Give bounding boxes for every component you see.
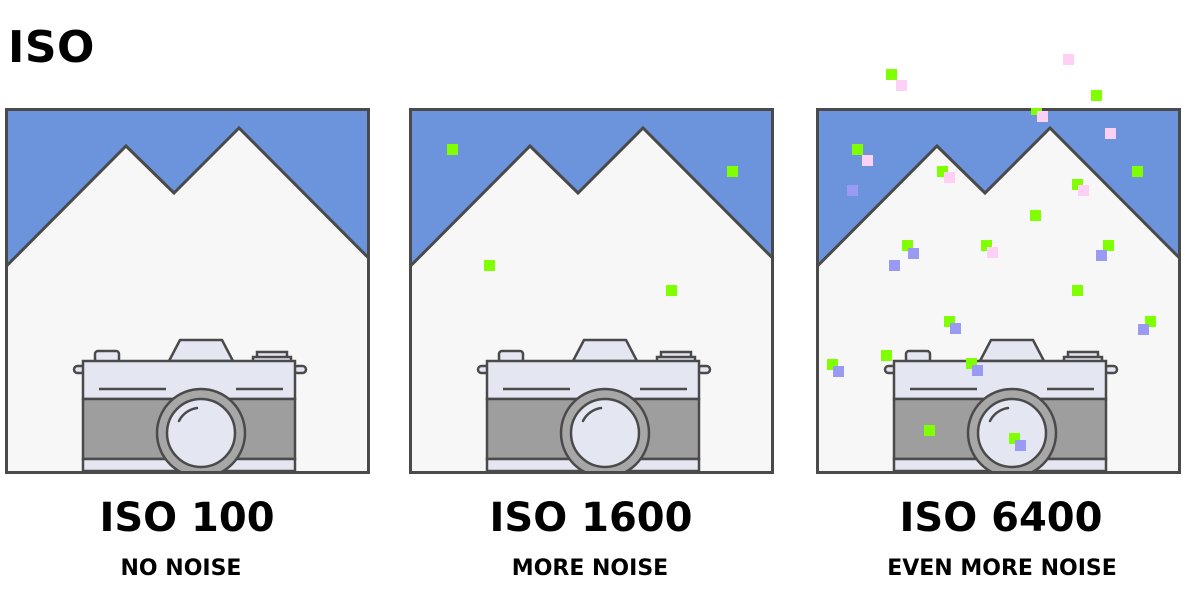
- iso-1600-scene: [409, 108, 774, 474]
- noise-pixel: [727, 166, 738, 177]
- iso-1600-noise-label: MORE NOISE: [511, 556, 669, 581]
- noise-pixel: [886, 69, 897, 80]
- noise-pixel: [1030, 210, 1041, 221]
- lens-glass: [165, 397, 237, 469]
- noise-pixel: [1063, 54, 1074, 65]
- noise-pixel: [924, 425, 935, 436]
- noise-pixel: [1132, 166, 1143, 177]
- noise-pixel: [1138, 324, 1149, 335]
- noise-pixel: [1145, 316, 1156, 327]
- noise-pixel: [447, 144, 458, 155]
- lens-glass: [569, 397, 641, 469]
- noise-pixel: [1072, 285, 1083, 296]
- lens-glare: [581, 406, 603, 423]
- iso-6400-scene: [816, 108, 1181, 474]
- iso-100-noise-label: NO NOISE: [120, 556, 242, 581]
- camera-icon: [476, 338, 712, 474]
- noise-pixel: [1096, 250, 1107, 261]
- sky: [817, 109, 1180, 266]
- iso-100-panel: [5, 108, 370, 474]
- iso-6400-noise-label: EVEN MORE NOISE: [887, 556, 1117, 581]
- noise-pixel: [889, 260, 900, 271]
- noise-pixel: [937, 166, 948, 177]
- frame-border: [5, 108, 370, 474]
- frame-border: [409, 108, 774, 474]
- noise-pixel: [1091, 90, 1102, 101]
- iso-100-label: ISO 100: [99, 495, 275, 541]
- noise-pixel: [896, 80, 907, 91]
- noise-pixel: [484, 260, 495, 271]
- iso-1600-panel: [409, 108, 774, 474]
- noise-pixel: [862, 155, 873, 166]
- mountain-ridge: [409, 125, 774, 268]
- mountain-ridge: [816, 125, 1181, 268]
- noise-pixel: [944, 316, 955, 327]
- camera-icon: [72, 338, 308, 474]
- noise-pixel: [1037, 111, 1048, 122]
- mountain-ridge: [5, 125, 370, 268]
- iso-100-scene: [5, 108, 370, 474]
- noise-pixel: [1015, 440, 1026, 451]
- sky: [410, 109, 773, 266]
- camera-icon: [883, 338, 1119, 474]
- lens-glare: [988, 406, 1010, 423]
- noise-pixel: [1072, 179, 1083, 190]
- sky: [6, 109, 369, 266]
- noise-pixel: [966, 358, 977, 369]
- noise-pixel: [944, 172, 955, 183]
- noise-pixel: [852, 144, 863, 155]
- noise-pixel: [1009, 433, 1020, 444]
- noise-pixel: [1103, 240, 1114, 251]
- noise-pixel: [902, 240, 913, 251]
- noise-pixel: [666, 285, 677, 296]
- noise-pixel: [881, 350, 892, 361]
- viewfinder-prism: [167, 338, 235, 363]
- noise-pixel: [827, 359, 838, 370]
- noise-pixel: [833, 366, 844, 377]
- lens-glare: [177, 406, 199, 423]
- viewfinder-prism: [571, 338, 639, 363]
- noise-pixel: [847, 185, 858, 196]
- frame-border: [816, 108, 1181, 474]
- noise-pixel: [1078, 185, 1089, 196]
- noise-pixel: [1105, 128, 1116, 139]
- noise-pixel: [908, 248, 919, 259]
- iso-6400-panel: [816, 108, 1181, 474]
- iso-6400-label: ISO 6400: [899, 495, 1103, 541]
- page-title: ISO: [8, 22, 95, 73]
- noise-pixel: [1031, 108, 1042, 115]
- noise-pixel: [972, 365, 983, 376]
- noise-pixel: [981, 240, 992, 251]
- noise-pixel: [950, 323, 961, 334]
- viewfinder-prism: [978, 338, 1046, 363]
- noise-pixel: [987, 247, 998, 258]
- iso-1600-label: ISO 1600: [489, 495, 693, 541]
